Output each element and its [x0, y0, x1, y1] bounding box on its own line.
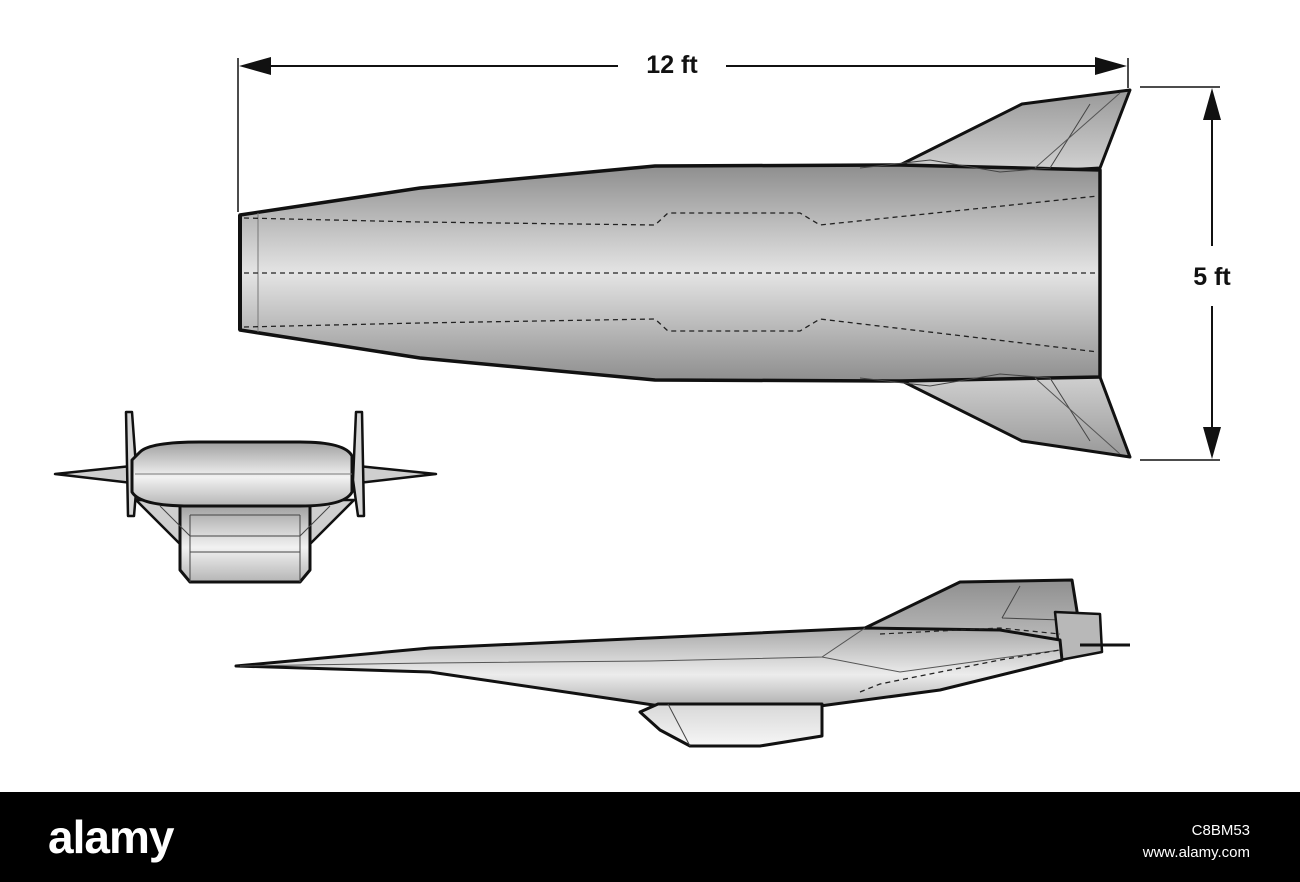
- front-view-right-fin: [356, 464, 438, 485]
- side-view: [234, 578, 1130, 748]
- side-view-hidden-line-upper: [879, 627, 1061, 635]
- front-view-inlet: [178, 503, 312, 584]
- fin-hinge-lower: [1034, 377, 1121, 455]
- footer-image-id: C8BM53: [1191, 822, 1250, 839]
- height-label: 5 ft: [1193, 263, 1231, 291]
- top-view-upper-fin: [898, 88, 1132, 177]
- length-arrow-right: [1095, 57, 1127, 75]
- front-view: [53, 410, 438, 584]
- height-arrow-bottom: [1203, 427, 1221, 459]
- front-view-inlet-lines: [159, 505, 331, 582]
- side-view-wing-line: [821, 649, 1061, 673]
- footer-bar: alamy C8BM53 www.alamy.com: [0, 792, 1300, 882]
- footer-image-info: C8BM53 www.alamy.com: [1143, 820, 1250, 864]
- side-view-engine-pod: [638, 702, 824, 748]
- fin-root-line-upper: [859, 103, 1091, 173]
- fin-root-line-lower: [859, 373, 1091, 442]
- length-arrow-left: [239, 57, 271, 75]
- top-view: [238, 88, 1132, 459]
- front-view-left-fin: [53, 464, 134, 485]
- height-arrow-top: [1203, 88, 1221, 120]
- side-view-rudder-line: [1001, 585, 1063, 621]
- footer-logo: alamy: [48, 811, 174, 863]
- side-view-chine-line: [239, 627, 866, 667]
- side-view-fuselage: [234, 626, 1064, 708]
- hidden-lines: [243, 195, 1099, 353]
- height-dimension: 5 ft: [1140, 86, 1231, 461]
- vehicle-three-view-diagram: 12 ft 5 ft: [53, 51, 1231, 748]
- side-view-pod-inlet-line: [667, 703, 691, 747]
- length-label: 12 ft: [646, 51, 698, 79]
- side-view-hidden-line: [859, 649, 1061, 693]
- length-dimension: 12 ft: [237, 51, 1129, 212]
- top-view-lower-fin: [898, 368, 1132, 459]
- fin-hinge-upper: [1034, 92, 1121, 169]
- footer-site: www.alamy.com: [1142, 844, 1250, 861]
